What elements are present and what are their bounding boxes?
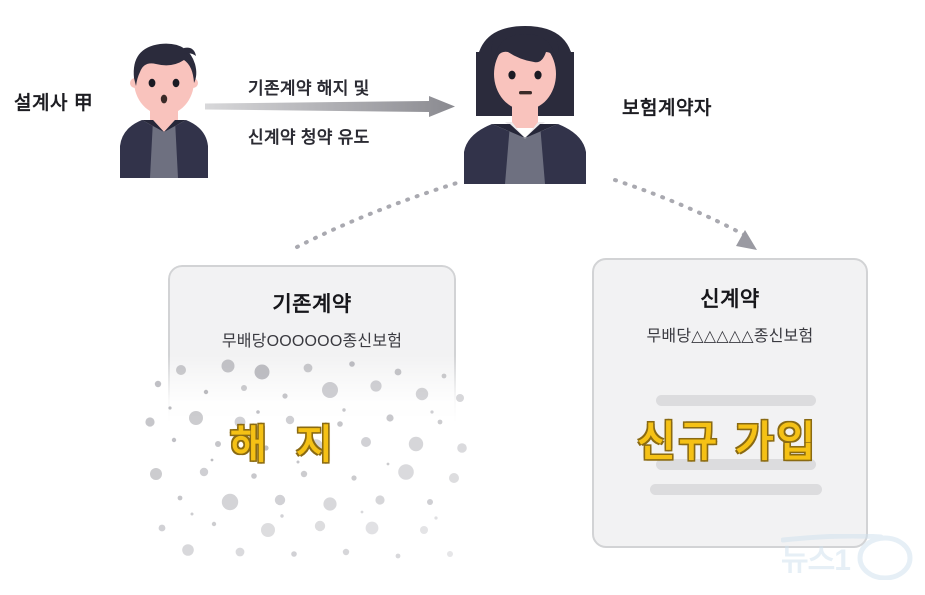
placeholder-bar bbox=[650, 484, 822, 495]
existing-contract-title: 기존계약 bbox=[272, 293, 352, 316]
flow-arrow-caption-top: 기존계약 해지 및 bbox=[248, 79, 370, 98]
female-policyholder-avatar bbox=[450, 12, 600, 189]
policyholder-label: 보험계약자 bbox=[622, 98, 712, 119]
connector-arrowhead-icon bbox=[736, 230, 757, 250]
new-contract-stamp: 신규 가입 bbox=[637, 418, 819, 465]
placeholder-bar bbox=[656, 395, 816, 406]
existing-contract-card: 기존계약 무배당OOOOOO종신보험 bbox=[168, 265, 456, 547]
existing-contract-stamp: 해 지 bbox=[230, 423, 342, 467]
flow-arrow-caption-bottom: 신계약 청약 유도 bbox=[248, 128, 370, 147]
news1-watermark: 뉴스1 bbox=[780, 533, 913, 585]
new-contract-subtitle: 무배당△△△△△종신보험 bbox=[646, 328, 814, 345]
existing-contract-subtitle: 무배당OOOOOO종신보험 bbox=[221, 333, 403, 350]
connector-policyholder-to-new bbox=[613, 178, 752, 240]
agent-label: 설계사 甲 bbox=[14, 93, 94, 114]
male-agent-avatar bbox=[98, 28, 230, 183]
connector-existing-to-policyholder bbox=[295, 180, 462, 249]
new-contract-title: 신계약 bbox=[700, 288, 760, 311]
flow-arrow-icon bbox=[205, 96, 455, 118]
watermark-text: 뉴스1 bbox=[781, 544, 850, 577]
placeholder-bar bbox=[656, 459, 816, 470]
